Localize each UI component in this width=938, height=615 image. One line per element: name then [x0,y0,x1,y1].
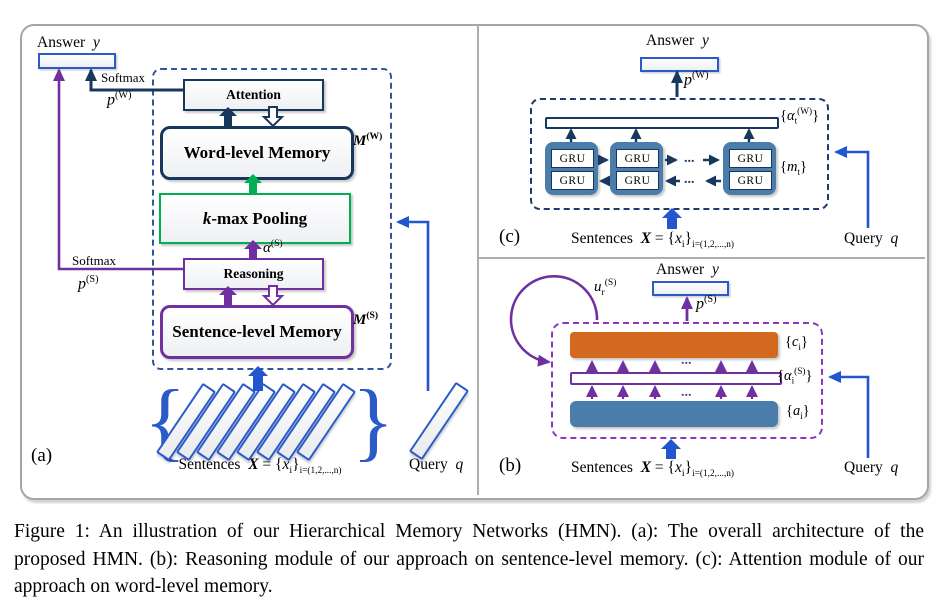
ps-label-b: p(S) [696,294,717,313]
query-label-c: Query q [844,230,899,247]
panel-a-tag: (a) [31,445,53,466]
pw-label-c: p(W) [684,70,709,89]
gru-backward-cell: GRU [551,171,594,190]
ellipsis-arrows-lower: ... [681,385,692,400]
answer-label-c: Answer y [646,32,709,49]
gru-backward-cell: GRU [616,171,659,190]
query-label-b: Query q [844,459,899,476]
memory-bar-ai [570,401,778,427]
softmax-label-w: Softmax [101,70,146,85]
alpha-w-set-label: {αt(W)} [780,107,820,127]
reasoning-dashed-container-b [551,322,823,439]
sentence-level-memory-box: Sentence-level Memory [160,305,354,359]
word-level-memory-box: Word-level Memory [160,126,354,180]
alpha-s-set-label: {αi(S)} [777,367,813,387]
ellipsis-arrows-upper: ... [681,353,692,368]
ci-set-label: {ci} [785,334,808,353]
panel-b-tag: (b) [499,455,522,476]
mw-label: M(W) [353,131,383,149]
ellipsis-gru-bottom: ... [684,172,695,187]
gru-block-n: GRU GRU [723,142,776,195]
sentences-label-a: Sentences X = {xi}i=(1,2,...,n) [178,456,342,477]
gru-block-2: GRU GRU [610,142,663,195]
answer-label-a: Answer y [37,34,100,51]
answer-label-b: Answer y [656,261,719,278]
attention-box: Attention [183,79,324,111]
sentences-label-c: Sentences X = {xi}i=(1,2,...,n) [570,230,735,251]
candidate-bar-ci [570,332,778,358]
right-brace: } [352,373,395,470]
kmax-pooling-box: k-max Pooling [159,193,351,244]
alpha-s-label-a: α(S) [263,238,283,256]
alpha-weights-bar-c [545,117,779,129]
answer-vector-a [38,53,116,69]
mt-set-label: {mt} [780,159,807,178]
gru-backward-cell: GRU [729,171,772,190]
sentences-label-b: Sentences X = {xi}i=(1,2,...,n) [570,459,735,480]
alpha-weights-bar-b [570,372,782,385]
answer-vector-b [652,281,729,296]
gru-forward-cell: GRU [551,149,594,168]
pw-label-a: p(W) [107,90,132,109]
gru-forward-cell: GRU [729,149,772,168]
gru-block-1: GRU GRU [545,142,598,195]
panel-c-tag: (c) [499,226,521,247]
ms-label: M(S) [353,310,379,328]
ellipsis-gru-top: ... [684,151,695,166]
ps-label-a: p(S) [78,274,99,293]
ur-s-label: ur(S) [594,277,617,298]
gru-forward-cell: GRU [616,149,659,168]
ai-set-label: {ai} [786,403,810,422]
vertical-panel-divider [477,25,479,495]
horizontal-panel-divider [479,257,925,259]
query-label-a: Query q [409,456,464,473]
softmax-label-s: Softmax [72,253,117,268]
figure-caption: Figure 1: An illustration of our Hierarc… [14,521,924,597]
reasoning-box: Reasoning [183,258,324,290]
